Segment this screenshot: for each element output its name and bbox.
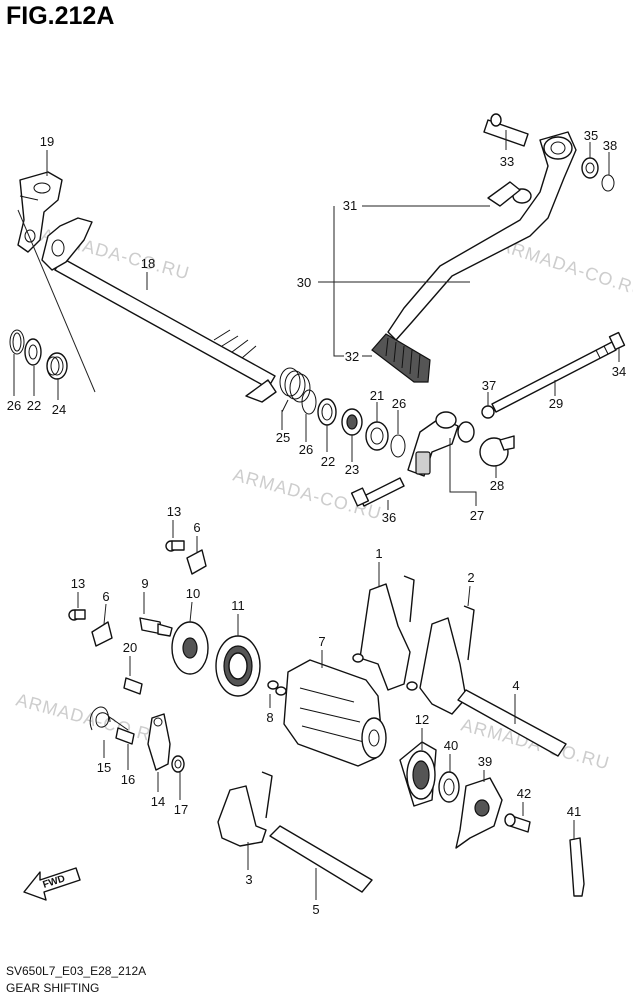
washer-22-left: [24, 338, 42, 366]
leader-lines: [13, 130, 620, 900]
callout-14: 14: [151, 794, 165, 809]
washer-22-mid: [317, 398, 337, 426]
fork-shaft-4: [457, 689, 567, 757]
bearing-11: [215, 635, 261, 697]
callout-26-left: 26: [7, 398, 21, 413]
fwd-arrow-icon: FWD: [23, 867, 81, 901]
callout-13-lower: 13: [71, 576, 85, 591]
oil-seal-23: [341, 408, 363, 436]
bearing-12: [399, 741, 437, 807]
callout-38: 38: [603, 138, 617, 153]
screw-13-lower: [68, 609, 86, 621]
rod-end-cover-28: [479, 435, 515, 467]
cam-pins-8: [267, 680, 287, 696]
callout-1: 1: [375, 546, 382, 561]
callout-22-mid: 22: [321, 454, 335, 469]
washer-35: [581, 157, 599, 179]
callout-40: 40: [444, 738, 458, 753]
stopper-6-upper: [186, 549, 207, 575]
clip-41: [569, 837, 585, 897]
return-spring-15: [89, 706, 129, 731]
circlip-26-right: [390, 434, 406, 458]
callout-36: 36: [382, 510, 396, 525]
callout-32: 32: [345, 349, 359, 364]
footpeg-rubber-32: [371, 333, 431, 383]
fork-shaft-5: [269, 825, 373, 893]
callout-23: 23: [345, 462, 359, 477]
circlip-26-left: [9, 329, 25, 355]
callout-26-right: 26: [392, 396, 406, 411]
callout-28: 28: [490, 478, 504, 493]
callout-41: 41: [567, 804, 581, 819]
callout-21: 21: [370, 388, 384, 403]
shift-fork-1: [352, 575, 415, 691]
footer-code: SV650L7_E03_E28_212A: [6, 964, 147, 978]
gearshift-lever-30: [387, 113, 577, 341]
shift-cam-7: [283, 659, 387, 767]
shift-fork-3: [217, 771, 273, 847]
gearshift-lever-19: [17, 171, 63, 253]
callout-7: 7: [318, 634, 325, 649]
callout-12: 12: [415, 712, 429, 727]
callout-18: 18: [141, 256, 155, 271]
return-spring-25: [245, 367, 311, 413]
shift-rod-29: [481, 331, 626, 419]
washer-21: [365, 421, 389, 451]
callout-37: 37: [482, 378, 496, 393]
circlip-26-mid: [301, 389, 317, 415]
cam-stopper-plate-10: [171, 621, 209, 675]
callout-26-mid: 26: [299, 442, 313, 457]
callout-24: 24: [52, 402, 66, 417]
callout-22-left: 22: [27, 398, 41, 413]
callout-6-lower: 6: [102, 589, 109, 604]
callout-15: 15: [97, 760, 111, 775]
callout-11: 11: [231, 598, 245, 613]
callout-25: 25: [276, 430, 290, 445]
callout-9: 9: [141, 576, 148, 591]
screw-42: [504, 813, 531, 833]
callout-6-upper: 6: [193, 520, 200, 535]
bolt-36: [350, 477, 405, 507]
callout-31: 31: [343, 198, 357, 213]
cam-plate-39: [455, 777, 503, 849]
oil-seal-24-left: [46, 352, 68, 380]
callout-8: 8: [266, 710, 273, 725]
callout-27: 27: [470, 508, 484, 523]
callout-17: 17: [174, 802, 188, 817]
callout-39: 39: [478, 754, 492, 769]
stopper-6-lower: [91, 621, 113, 647]
callout-29: 29: [549, 396, 563, 411]
figure-title: FIG.212A: [6, 2, 115, 30]
callout-35: 35: [584, 128, 598, 143]
callout-3: 3: [245, 872, 252, 887]
callout-2: 2: [467, 570, 474, 585]
screw-13-upper: [165, 540, 185, 552]
gearshift-shaft-18: [41, 217, 276, 389]
link-arm-27: [407, 411, 475, 477]
callout-4: 4: [512, 678, 519, 693]
callout-42: 42: [517, 786, 531, 801]
callout-16: 16: [121, 772, 135, 787]
callout-13-upper: 13: [167, 504, 181, 519]
callout-34: 34: [612, 364, 626, 379]
footer-caption: GEAR SHIFTING: [6, 981, 100, 995]
pin-9: [139, 617, 173, 637]
circlip-38: [601, 174, 615, 192]
callout-10: 10: [186, 586, 200, 601]
callout-labels: 19 18 26 22 24 25 26 22 23 21 26 33 35 3…: [7, 128, 626, 917]
callout-33: 33: [500, 154, 514, 169]
callout-30: 30: [297, 275, 311, 290]
watermark-2: ARMADA-CO.RU: [497, 235, 633, 301]
callout-20: 20: [123, 640, 137, 655]
stopper-lever-14: [147, 713, 171, 771]
shift-fork-2: [406, 605, 475, 715]
callout-19: 19: [40, 134, 54, 149]
callout-5: 5: [312, 902, 319, 917]
washer-40: [438, 771, 460, 803]
bolt-16-20: [115, 677, 143, 745]
washer-17: [171, 755, 185, 773]
